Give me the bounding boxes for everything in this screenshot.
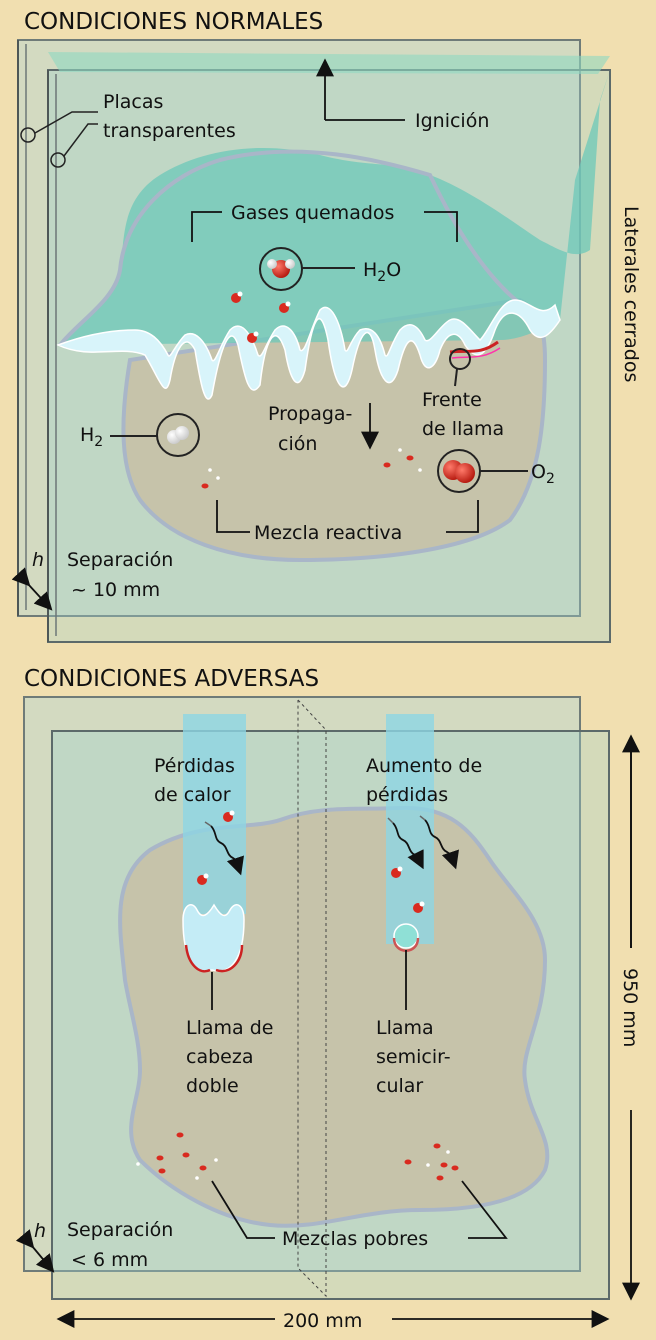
mezclas-pobres-label: Mezclas pobres — [282, 1228, 428, 1250]
h-symbol-bottom: h — [34, 1220, 46, 1242]
propagacion-label-line2: ción — [278, 433, 317, 455]
water-molecules — [231, 291, 291, 343]
top-title: CONDICIONES NORMALES — [24, 9, 323, 35]
llama-semi-label-line1: Llama — [376, 1017, 434, 1039]
aumento-label-line1: Aumento de — [366, 755, 482, 777]
flame-front — [56, 299, 561, 400]
reactive-mixture-region — [121, 297, 548, 563]
frente-label-line1: Frente — [422, 389, 482, 411]
separacion-label-line2: ~ 10 mm — [71, 579, 160, 601]
poor-mixture-leader-left — [211, 1180, 275, 1239]
flame-front-callout-circle — [449, 348, 471, 370]
perdidas-label-line1: Pérdidas — [154, 755, 235, 777]
poor-mixture-leader-right — [461, 1180, 508, 1239]
separation-arrow-bottom — [15, 1229, 55, 1273]
divider-plane — [297, 699, 327, 1298]
plate-callout-circle-2 — [50, 152, 66, 168]
llama-doble-label-line3: doble — [186, 1075, 239, 1097]
llama-doble-label-line1: Llama de — [186, 1017, 273, 1039]
top-panel: CONDICIONES NORMALES Placas transparente… — [11, 9, 642, 643]
placas-label-line1: Placas — [103, 91, 163, 113]
perdidas-label-line2: de calor — [154, 784, 231, 806]
separacion-bottom-line2: < 6 mm — [71, 1249, 148, 1271]
placas-label-line2: transparentes — [103, 120, 236, 142]
burned-gas-outline — [58, 149, 561, 347]
separacion-label-line1: Separación — [67, 549, 173, 571]
llama-semi-label-line3: cular — [376, 1075, 423, 1097]
bottom-title: CONDICIONES ADVERSAS — [24, 666, 319, 692]
right-burned-channel — [386, 714, 434, 944]
o2-label: O2 — [531, 461, 555, 487]
left-burned-channel — [183, 714, 246, 914]
h-symbol-top: h — [32, 549, 44, 571]
llama-doble-label-line2: cabeza — [186, 1046, 253, 1068]
mezcla-label: Mezcla reactiva — [254, 522, 402, 544]
poor-mixture-molecules — [136, 1132, 459, 1181]
frente-label-line2: de llama — [422, 418, 504, 440]
height-dimension-label: 950 mm — [619, 968, 641, 1047]
burned-gas-region — [60, 70, 610, 345]
bottom-panel: CONDICIONES ADVERSAS Pérdidas de calor A… — [15, 666, 641, 1332]
double-head-flame — [182, 903, 245, 972]
separation-arrow — [11, 567, 53, 611]
mixture-molecules — [201, 448, 422, 489]
width-dimension-label: 200 mm — [283, 1310, 362, 1332]
separacion-bottom-line1: Separación — [67, 1219, 173, 1241]
llama-semi-label-line2: semicir- — [376, 1046, 451, 1068]
h2-label: H2 — [80, 424, 103, 450]
heat-loss-arrows — [210, 819, 459, 876]
mixture-bracket — [216, 500, 250, 533]
laterales-label: Laterales cerrados — [620, 206, 642, 382]
h2o-label: H2O — [363, 259, 401, 285]
ignicion-label: Ignición — [415, 110, 489, 132]
plate-callout-circle-1 — [20, 127, 36, 143]
burned-gas-bracket — [191, 211, 222, 242]
propagacion-label-line1: Propaga- — [268, 403, 352, 425]
water-molecules-bottom — [197, 810, 425, 913]
semicircular-flame — [393, 923, 419, 949]
aumento-label-line2: pérdidas — [366, 784, 448, 806]
gases-quemados-label: Gases quemados — [231, 202, 394, 224]
